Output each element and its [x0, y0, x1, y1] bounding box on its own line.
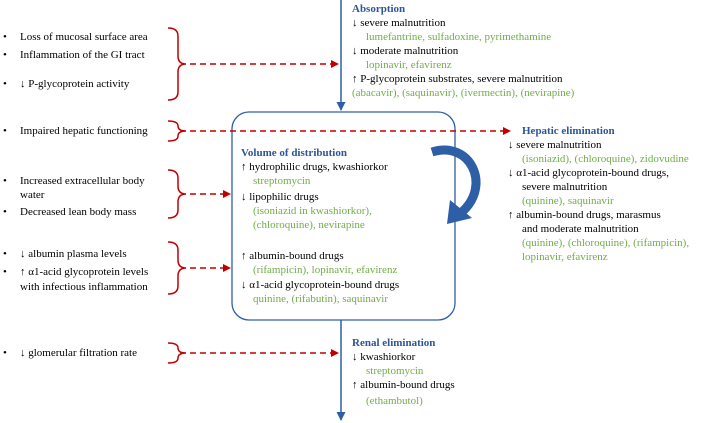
bullet: • — [3, 31, 7, 43]
hepatic-line-2b: severe malnutrition — [522, 181, 608, 193]
absorption-title: Absorption — [352, 3, 406, 15]
brace-2 — [167, 120, 187, 142]
distribution-drugs-4: quinine, (rifabutin), saquinavir — [253, 293, 389, 305]
hepatic-drugs-1: (isoniazid), (chloroquine), zidovudine — [522, 153, 689, 165]
absorption-drugs-2: lopinavir, efavirenz — [366, 59, 452, 71]
hepatic-drugs-3a: (quinine), (chloroquine), (rifampicin), — [522, 237, 690, 249]
brace-5 — [167, 342, 187, 364]
renal-title: Renal elimination — [352, 337, 436, 349]
bullet: • — [3, 78, 7, 90]
bullet: • — [3, 347, 7, 359]
hepatic-drugs-3b: lopinavir, efavirenz — [522, 251, 608, 263]
factor-ecf-water-2: water — [20, 189, 45, 201]
factor-gi-inflammation: Inflammation of the GI tract — [20, 49, 145, 61]
absorption-drugs-1: lumefantrine, sulfadoxine, pyrimethamine — [366, 31, 552, 43]
absorption-drugs-3: (abacavir), (saquinavir), (ivermectin), … — [352, 87, 575, 99]
hepatic-line-2a: ↓ α1-acid glycoprotein-bound drugs, — [508, 167, 669, 179]
hepatic-drugs-2: (quinine), saquinavir — [522, 195, 614, 207]
absorption-line-1: ↓ severe malnutrition — [352, 17, 446, 29]
hepatic-line-3a: ↑ albumin-bound drugs, marasmus — [508, 209, 661, 221]
distribution-line-2: ↓ lipophilic drugs — [241, 191, 319, 203]
distribution-drugs-1: streptomycin — [253, 175, 311, 187]
factor-hepatic: Impaired hepatic functioning — [20, 125, 148, 137]
absorption-line-3: ↑ P-glycoprotein substrates, severe maln… — [352, 73, 563, 85]
renal-drugs-1: streptomycin — [366, 365, 424, 377]
brace-4 — [167, 241, 187, 295]
distribution-drugs-2b: (chloroquine), nevirapine — [253, 219, 365, 231]
absorption-line-2: ↓ moderate malnutrition — [352, 45, 459, 57]
hepatic-curved-arrowhead — [447, 200, 472, 224]
bullet: • — [3, 206, 7, 218]
factor-lean-mass: Decreased lean body mass — [20, 206, 137, 218]
renal-line-1: ↓ kwashiorkor — [352, 351, 416, 363]
bullet: • — [3, 175, 7, 187]
factor-albumin: ↓ albumin plasma levels — [20, 248, 127, 260]
hepatic-line-3b: and moderate malnutrition — [522, 223, 639, 235]
distribution-line-3: ↑ albumin-bound drugs — [241, 250, 344, 262]
factor-gfr: ↓ glomerular filtration rate — [20, 347, 137, 359]
brace-3 — [167, 169, 187, 219]
distribution-drugs-3: (rifampicin), lopinavir, efavirenz — [253, 264, 398, 276]
distribution-line-4: ↓ α1-acid glycoprotein-bound drugs — [241, 279, 400, 291]
factor-ecf-water-1: Increased extracellular body — [20, 175, 145, 187]
hepatic-curved-arrow — [430, 145, 481, 216]
bullet: • — [3, 125, 7, 137]
bullet: • — [3, 248, 7, 260]
bullet: • — [3, 266, 7, 278]
distribution-line-1: ↑ hydrophilic drugs, kwashiorkor — [241, 161, 388, 173]
renal-line-2: ↑ albumin-bound drugs — [352, 379, 455, 391]
factor-mucosal: Loss of mucosal surface area — [20, 31, 148, 43]
factor-pgp: ↓ P-glycoprotein activity — [20, 78, 130, 90]
hepatic-title: Hepatic elimination — [522, 125, 615, 137]
factor-aag-1: ↑ α1-acid glycoprotein levels — [20, 266, 149, 278]
factor-aag-2: with infectious inflammation — [20, 281, 148, 293]
renal-drugs-2: (ethambutol) — [366, 395, 423, 407]
distribution-title: Volume of distribution — [241, 147, 347, 159]
brace-1 — [167, 27, 187, 101]
bullet: • — [3, 49, 7, 61]
distribution-drugs-2a: (isoniazid in kwashiorkor), — [253, 205, 372, 217]
hepatic-line-1: ↓ severe malnutrition — [508, 139, 602, 151]
